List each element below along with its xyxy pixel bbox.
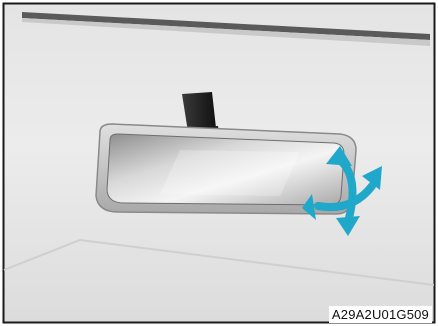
mirror-reflection <box>160 150 300 196</box>
mirror-mount <box>182 92 216 132</box>
image-code-label: A29A2U01G509 <box>329 306 432 323</box>
